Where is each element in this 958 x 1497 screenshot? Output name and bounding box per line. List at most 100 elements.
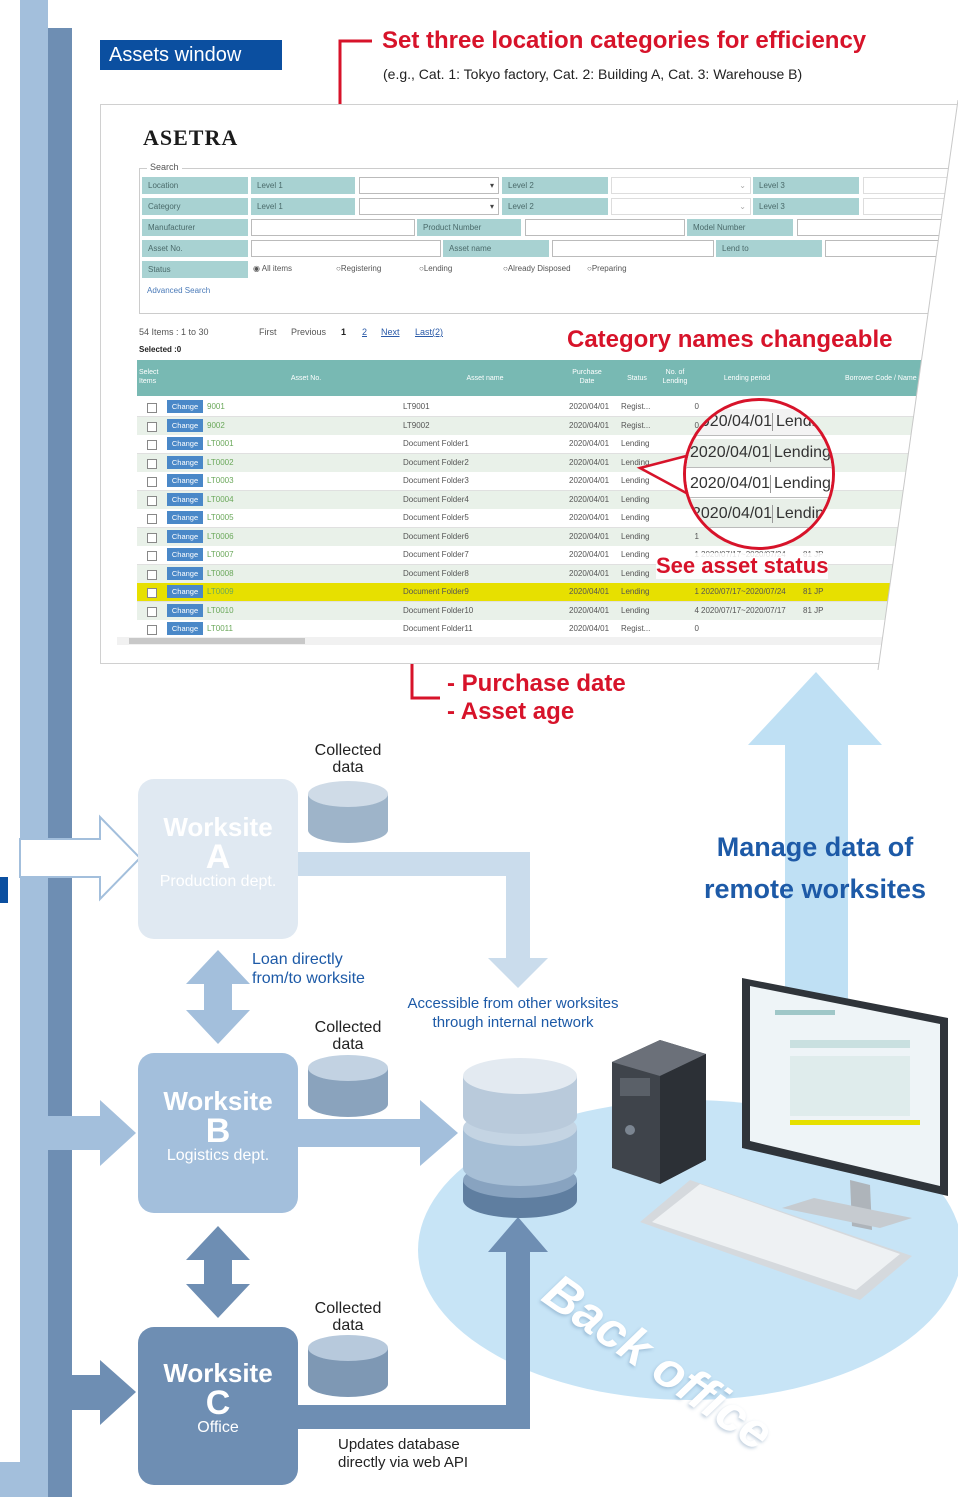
change-button[interactable]: Change <box>167 511 203 524</box>
row-checkbox[interactable] <box>147 495 157 506</box>
row-checkbox[interactable] <box>147 440 157 450</box>
assets-window-tag-text: Assets window <box>109 44 242 66</box>
row-asset-no: LT0006 <box>207 531 234 541</box>
keyboard-icon <box>640 1180 912 1300</box>
mag-status-4: Lending <box>772 505 832 523</box>
pager-page-2[interactable]: 2 <box>362 327 368 337</box>
row-borrower: 81 JP <box>803 587 824 596</box>
pager-next[interactable]: Next <box>381 327 400 337</box>
radio-lending[interactable]: ○Lending <box>419 264 453 273</box>
header-status: Status <box>627 375 647 382</box>
radio-all-items-label: All items <box>261 264 292 273</box>
row-status: Lending <box>621 476 650 485</box>
search-fieldset <box>139 168 958 314</box>
category-level1-select[interactable]: ▾ <box>359 198 499 215</box>
radio-disposed[interactable]: ○Already Disposed <box>503 264 571 273</box>
change-button[interactable]: Change <box>167 400 203 413</box>
change-button[interactable]: Change <box>167 437 203 450</box>
row-checkbox[interactable] <box>147 514 157 524</box>
cylinder-c <box>308 1335 388 1397</box>
location-level1-label: Level 1 <box>251 177 355 194</box>
row-checkbox[interactable] <box>147 606 157 617</box>
row-purchase-date: 2020/04/01 <box>569 587 610 596</box>
scrollbar-thumb[interactable] <box>129 638 305 644</box>
assets-window-tag: Assets window <box>100 40 282 70</box>
category-level2-label: Level 2 <box>502 198 608 215</box>
advanced-search-link[interactable]: Advanced Search <box>147 286 211 295</box>
radio-registering[interactable]: ○Registering <box>336 264 382 273</box>
pager-previous[interactable]: Previous <box>291 327 327 337</box>
category-level2-select[interactable]: ⌄ <box>611 198 751 215</box>
row-checkbox[interactable] <box>147 588 157 598</box>
callout-status: See asset status <box>656 553 829 579</box>
header-borrower: Borrower Code / Name <box>845 375 917 382</box>
lend-to-label: Lend to <box>716 240 822 257</box>
category-level3-label: Level 3 <box>753 198 859 215</box>
row-purchase-date: 2020/04/01 <box>569 531 610 541</box>
assets-window: ASETRA Search Location Level 1 ▾ Level 2… <box>100 104 958 664</box>
radio-all-items[interactable]: ◉ All items <box>253 264 292 273</box>
radio-registering-label: Registering <box>340 264 382 273</box>
location-level2-select[interactable]: ⌄ <box>611 177 751 194</box>
arrow-a-to-db <box>298 852 548 988</box>
manage-up-arrow <box>748 672 882 1040</box>
left-bar-light <box>20 0 48 1497</box>
pager-first[interactable]: First <box>259 327 277 337</box>
product-number-input[interactable] <box>525 219 685 236</box>
change-button[interactable]: Change <box>167 418 203 432</box>
row-asset-no: LT0003 <box>207 476 234 485</box>
row-status: Lending <box>621 568 650 578</box>
row-checkbox[interactable] <box>147 532 157 543</box>
change-button[interactable]: Change <box>167 529 203 543</box>
change-button[interactable]: Change <box>167 585 203 598</box>
row-checkbox[interactable] <box>147 551 157 561</box>
row-asset-no: LT0001 <box>207 439 234 448</box>
row-checkbox[interactable] <box>147 403 157 413</box>
row-asset-name: Document Folder1 <box>403 439 469 448</box>
computer-tower-icon <box>612 1040 706 1184</box>
left-marker <box>0 877 8 903</box>
pager-page-1[interactable]: 1 <box>341 327 347 337</box>
callout-asset-age: - Asset age <box>447 698 575 725</box>
asset-name-input[interactable] <box>552 240 714 257</box>
row-purchase-date: 2020/04/01 <box>569 476 610 485</box>
model-number-input[interactable] <box>797 219 958 236</box>
row-checkbox[interactable] <box>147 569 157 580</box>
row-checkbox[interactable] <box>147 477 157 487</box>
location-level1-select[interactable]: ▾ <box>359 177 499 194</box>
worksite-a-label: Worksite A Production dept. <box>159 812 277 890</box>
change-button[interactable]: Change <box>167 603 203 617</box>
row-status: Lending <box>621 550 650 559</box>
row-asset-no: LT0002 <box>207 457 234 467</box>
row-status: Lending <box>621 494 650 504</box>
change-button[interactable]: Change <box>167 455 203 469</box>
arrow-b-to-db <box>298 1100 458 1166</box>
row-checkbox[interactable] <box>147 421 157 432</box>
worksite-c-label: Worksite C Office <box>163 1358 273 1436</box>
change-button[interactable]: Change <box>167 492 203 506</box>
change-button[interactable]: Change <box>167 566 203 580</box>
change-button[interactable]: Change <box>167 548 203 561</box>
category-level3-select[interactable] <box>863 198 958 215</box>
double-arrow-ab <box>186 950 250 1044</box>
manufacturer-input[interactable] <box>251 219 415 236</box>
horizontal-scrollbar[interactable] <box>117 637 958 645</box>
location-level3-label: Level 3 <box>753 177 859 194</box>
radio-preparing[interactable]: ○Preparing <box>587 264 627 273</box>
row-checkbox[interactable] <box>147 625 157 635</box>
row-lending-count: 1 <box>694 531 699 541</box>
asset-no-input[interactable] <box>251 240 441 257</box>
location-level3-select[interactable] <box>863 177 958 194</box>
change-button[interactable]: Change <box>167 622 203 635</box>
row-checkbox[interactable] <box>147 458 157 469</box>
status-label: Status <box>142 261 248 278</box>
pager-last[interactable]: Last(2) <box>415 327 444 337</box>
change-button[interactable]: Change <box>167 474 203 487</box>
